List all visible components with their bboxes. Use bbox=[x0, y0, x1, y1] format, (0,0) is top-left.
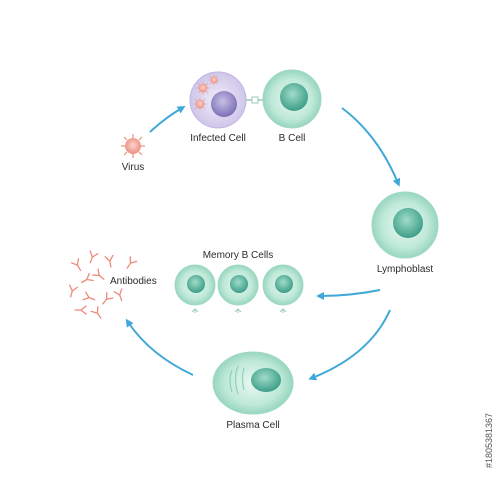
antibody-icon bbox=[113, 288, 127, 303]
antibody-icon bbox=[104, 254, 116, 269]
antibody-icon bbox=[99, 292, 114, 308]
b-cell-label: B Cell bbox=[279, 133, 306, 144]
plasma-cell-label: Plasma Cell bbox=[226, 420, 279, 431]
antibody-icon bbox=[66, 284, 79, 299]
memory-b-cells-label: Memory B Cells bbox=[203, 250, 274, 261]
antibody-icon bbox=[70, 258, 85, 273]
memory-b-cell-icon bbox=[174, 264, 216, 313]
antibody-icon bbox=[74, 305, 87, 315]
arrow-icon bbox=[341, 107, 401, 187]
antibody-icon bbox=[90, 306, 105, 322]
lymphoblast-icon bbox=[371, 191, 439, 259]
b-cell-icon bbox=[262, 69, 322, 129]
stock-id-text: #180538​1367 bbox=[484, 412, 494, 468]
memory-b-cell-icon bbox=[262, 264, 304, 313]
infected-cell-icon bbox=[189, 71, 247, 129]
virus-icon bbox=[120, 133, 146, 159]
antibody-icon bbox=[85, 250, 99, 265]
antibody-icon bbox=[123, 256, 138, 272]
virus-icon bbox=[193, 97, 207, 111]
virus-icon bbox=[208, 74, 220, 86]
arrow-icon bbox=[316, 289, 381, 300]
memory-b-cell-icon bbox=[217, 264, 259, 313]
receptor-link-icon bbox=[246, 96, 264, 104]
virus-icon bbox=[196, 81, 210, 95]
plasma-cell-icon bbox=[212, 351, 294, 415]
antibody-icon bbox=[92, 268, 108, 283]
antibody-icon bbox=[82, 291, 97, 305]
arrow-icon bbox=[125, 318, 194, 376]
arrow-icon bbox=[308, 309, 391, 381]
infected-cell-label: Infected Cell bbox=[190, 133, 246, 144]
antibodies-label: Antibodies bbox=[110, 276, 157, 287]
antibody-icon bbox=[79, 272, 94, 287]
arrow-icon bbox=[149, 105, 186, 133]
virus-label: Virus bbox=[122, 162, 145, 173]
lymphoblast-label: Lymphoblast bbox=[377, 264, 434, 275]
